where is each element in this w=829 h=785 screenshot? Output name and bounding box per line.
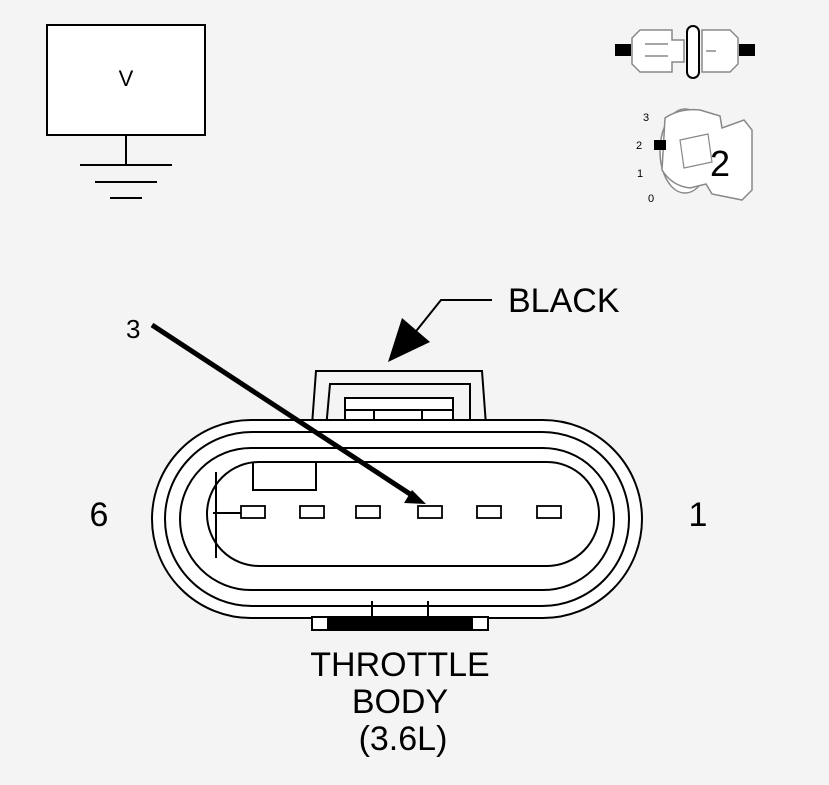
terminal-cavity: [240, 505, 266, 519]
ignition-key-icon: 3 2 1 0 2: [636, 108, 753, 205]
caption-line-2: BODY: [352, 683, 448, 721]
ground-icon: [80, 135, 172, 199]
right-end-pin-label: 1: [689, 496, 708, 534]
connector-face: [151, 370, 643, 631]
voltmeter-icon: V: [46, 24, 206, 199]
arrow-icon: [404, 490, 426, 504]
caption-line-3: (3.6L): [359, 720, 448, 758]
key-position-0: 0: [648, 193, 654, 205]
key-position-2: 2: [636, 140, 642, 152]
pin-callout: 3: [126, 314, 426, 504]
voltmeter-box: [46, 24, 206, 136]
caption-line-1: THROTTLE: [310, 646, 489, 684]
left-end-pin-label: 6: [90, 496, 109, 534]
key-position-3: 3: [643, 112, 649, 124]
terminal-cavity: [299, 505, 325, 519]
connector-disconnect-icon: [615, 25, 755, 79]
arrow-down-icon: [388, 318, 430, 362]
terminal-cavity: [536, 505, 562, 519]
color-callout: BLACK: [388, 282, 620, 362]
voltmeter-label: V: [119, 66, 134, 91]
terminal-cavities: [240, 505, 562, 519]
key-position-1: 1: [637, 168, 643, 180]
terminal-cavity: [476, 505, 502, 519]
connector-caption: THROTTLE BODY (3.6L): [310, 646, 489, 758]
terminal-cavity: [417, 505, 443, 519]
pin-callout-number: 3: [126, 314, 140, 344]
terminal-cavity: [355, 505, 381, 519]
connector-color-label: BLACK: [508, 282, 620, 320]
key-selected-position: 2: [710, 143, 730, 184]
